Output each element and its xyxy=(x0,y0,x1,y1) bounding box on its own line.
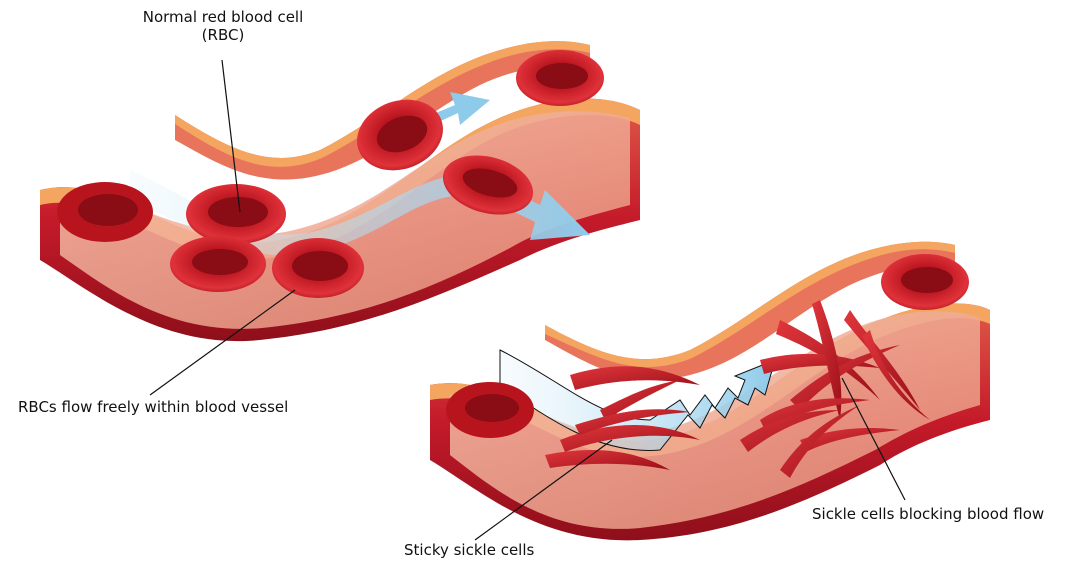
label-normal-rbc-line2: (RBC) xyxy=(108,26,338,44)
label-normal-rbc: Normal red blood cell (RBC) xyxy=(108,8,338,44)
healthy-vessel xyxy=(40,41,640,341)
label-free-flow: RBCs flow freely within blood vessel xyxy=(18,398,288,416)
rbc-cell xyxy=(186,184,286,244)
label-sticky-sickle-cells: Sticky sickle cells xyxy=(404,541,534,559)
rbc-cell xyxy=(272,238,364,298)
rbc-cell xyxy=(881,254,969,310)
rbc-cell xyxy=(57,182,153,242)
rbc-cell xyxy=(446,382,534,438)
label-normal-rbc-line1: Normal red blood cell xyxy=(108,8,338,26)
rbc-cell xyxy=(170,236,266,292)
label-sickle-blocking: Sickle cells blocking blood flow xyxy=(812,505,1044,523)
rbc-cell xyxy=(516,50,604,106)
sickle-vessel xyxy=(430,242,990,541)
